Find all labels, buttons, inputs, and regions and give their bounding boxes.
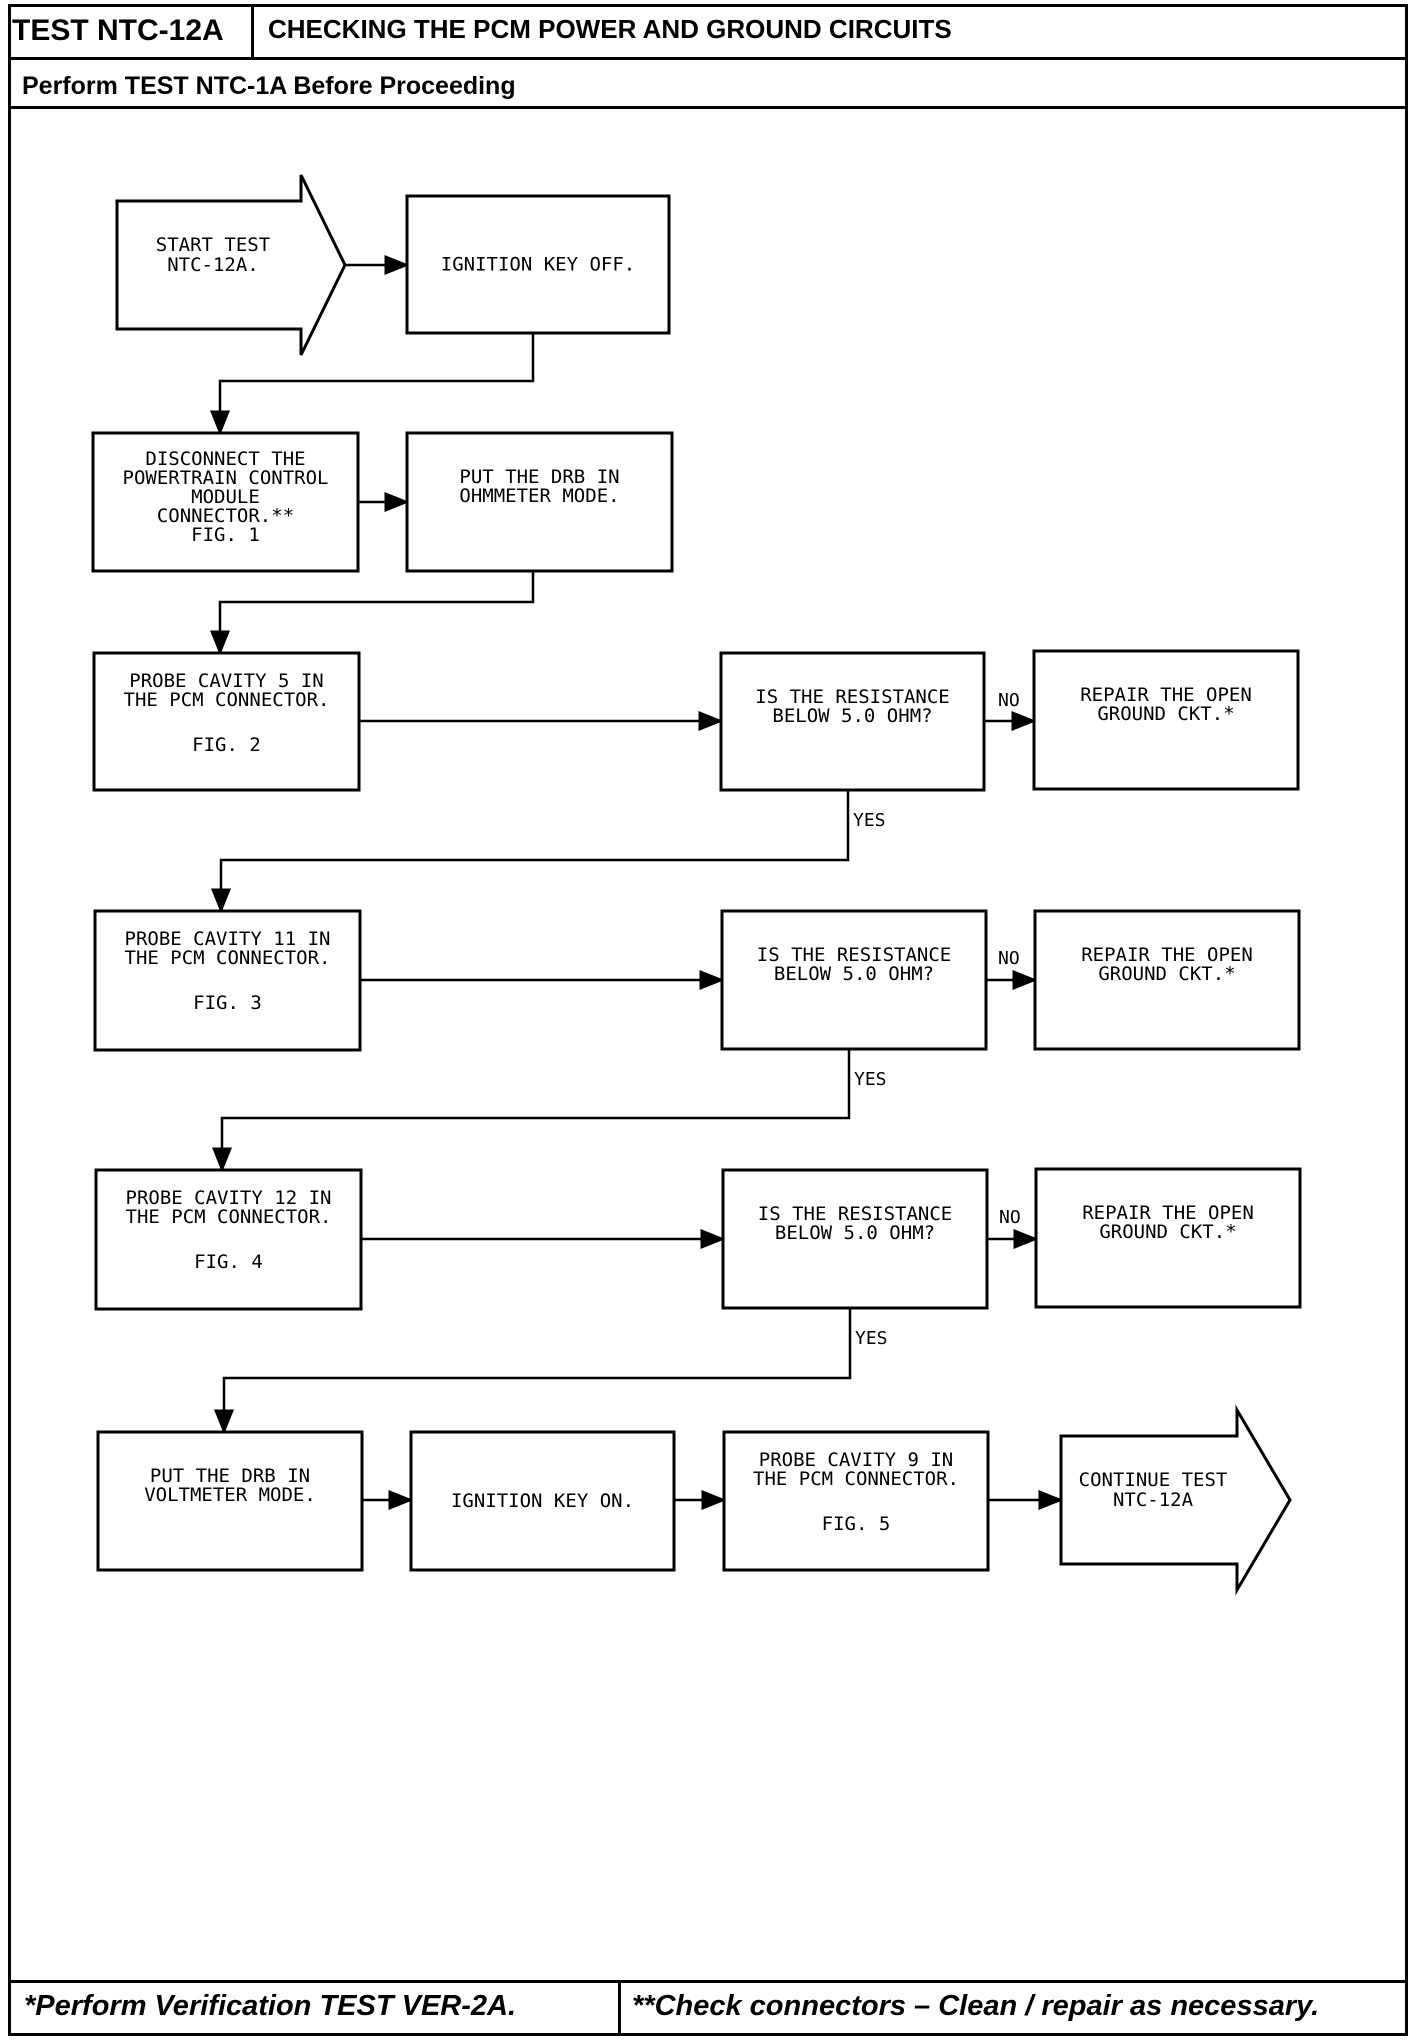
probe11-text-line: FIG. 3 bbox=[193, 992, 262, 1014]
repair2-text-line: GROUND CKT.* bbox=[1098, 963, 1235, 985]
probe12-text-line: THE PCM CONNECTOR. bbox=[126, 1206, 332, 1228]
test-id: TEST NTC-12A bbox=[8, 4, 254, 60]
footer-divider bbox=[8, 1980, 1408, 1983]
repair1-text-line: GROUND CKT.* bbox=[1097, 703, 1234, 725]
start-text-line: START TEST bbox=[156, 234, 270, 256]
repair3-box bbox=[1034, 1167, 1302, 1309]
q3-text-line: BELOW 5.0 OHM? bbox=[775, 1222, 935, 1244]
repair2-box bbox=[1033, 909, 1301, 1051]
probe11-text-line: THE PCM CONNECTOR. bbox=[125, 947, 331, 969]
probe12-text-line: PROBE CAVITY 12 IN bbox=[126, 1187, 332, 1209]
probe9-text-line: FIG. 5 bbox=[822, 1513, 891, 1535]
header-divider bbox=[254, 57, 1408, 60]
start-arrow-shape bbox=[115, 174, 347, 356]
repair3-text-line: REPAIR THE OPEN bbox=[1082, 1202, 1254, 1224]
q3-text-line: IS THE RESISTANCE bbox=[758, 1203, 952, 1225]
probe9-text-line: THE PCM CONNECTOR. bbox=[753, 1468, 959, 1490]
page-title: CHECKING THE PCM POWER AND GROUND CIRCUI… bbox=[268, 14, 952, 44]
connector bbox=[210, 333, 535, 436]
ohmmeter-text-line: OHMMETER MODE. bbox=[459, 485, 619, 507]
continue-text-line: CONTINUE TEST bbox=[1079, 1469, 1228, 1491]
voltmeter-text-line: PUT THE DRB IN bbox=[150, 1465, 310, 1487]
probe12-box bbox=[94, 1168, 363, 1311]
repair3-text-line: GROUND CKT.* bbox=[1099, 1221, 1236, 1243]
flow-edge-labels: NO YES NO YES NO YES bbox=[853, 690, 1021, 1349]
connector bbox=[214, 1308, 852, 1435]
edge-label-no: NO bbox=[998, 948, 1020, 969]
repair1-text-line: REPAIR THE OPEN bbox=[1080, 684, 1252, 706]
q2-box bbox=[720, 909, 988, 1051]
connector bbox=[211, 790, 850, 914]
probe5-text-line: PROBE CAVITY 5 IN bbox=[129, 670, 323, 692]
voltmeter-box bbox=[96, 1430, 364, 1572]
key_off-text-line: IGNITION KEY OFF. bbox=[441, 254, 635, 276]
ohmmeter-box bbox=[405, 431, 674, 573]
footer-note-connectors: **Check connectors – Clean / repair as n… bbox=[632, 1990, 1320, 2022]
probe11-box bbox=[93, 909, 362, 1052]
footer-separator bbox=[618, 1980, 621, 2036]
continue-text-line: NTC-12A bbox=[1113, 1489, 1194, 1511]
continue-arrow-shape bbox=[1059, 1404, 1292, 1596]
edge-label-no: NO bbox=[998, 690, 1020, 711]
edge-label-yes: YES bbox=[853, 810, 886, 831]
key_on-box bbox=[409, 1430, 676, 1572]
probe9-text-line: PROBE CAVITY 9 IN bbox=[759, 1449, 953, 1471]
edge-label-yes: YES bbox=[854, 1069, 887, 1090]
q1-box bbox=[719, 651, 986, 792]
connector bbox=[212, 1049, 851, 1173]
key_off-box bbox=[405, 194, 671, 335]
edge-label-yes: YES bbox=[855, 1328, 888, 1349]
disconnect-text-line: DISCONNECT THE bbox=[145, 448, 305, 470]
q1-text-line: IS THE RESISTANCE bbox=[755, 686, 949, 708]
disconnect-text-line: FIG. 1 bbox=[191, 524, 260, 546]
key_on-text-line: IGNITION KEY ON. bbox=[451, 1490, 634, 1512]
probe5-box bbox=[92, 651, 361, 792]
disconnect-text-line: POWERTRAIN CONTROL bbox=[123, 467, 329, 489]
probe5-text-line: FIG. 2 bbox=[192, 734, 261, 756]
node-key-on: IGNITION KEY ON. bbox=[409, 1430, 676, 1572]
probe12-text-line: FIG. 4 bbox=[194, 1251, 263, 1273]
q1-text-line: BELOW 5.0 OHM? bbox=[772, 705, 932, 727]
repair1-box bbox=[1032, 649, 1300, 791]
q3-box bbox=[721, 1168, 989, 1310]
start-text-line: NTC-12A. bbox=[167, 254, 259, 276]
connector bbox=[210, 571, 535, 656]
voltmeter-text-line: VOLTMETER MODE. bbox=[144, 1484, 316, 1506]
q2-text-line: IS THE RESISTANCE bbox=[757, 944, 951, 966]
probe11-text-line: PROBE CAVITY 11 IN bbox=[125, 928, 331, 950]
disconnect-text-line: MODULE bbox=[191, 486, 260, 508]
page-subtitle: Perform TEST NTC-1A Before Proceeding bbox=[22, 72, 516, 100]
probe9-box bbox=[722, 1430, 990, 1572]
repair2-text-line: REPAIR THE OPEN bbox=[1081, 944, 1253, 966]
header-bottom-divider bbox=[8, 106, 1408, 109]
probe5-text-line: THE PCM CONNECTOR. bbox=[124, 689, 330, 711]
q2-text-line: BELOW 5.0 OHM? bbox=[774, 963, 934, 985]
flow-connectors bbox=[210, 255, 1064, 1510]
page-frame bbox=[8, 4, 1408, 2036]
disconnect-text-line: CONNECTOR.** bbox=[157, 505, 294, 527]
ohmmeter-text-line: PUT THE DRB IN bbox=[459, 466, 619, 488]
node-key-off: IGNITION KEY OFF. bbox=[405, 194, 671, 335]
disconnect-box bbox=[91, 431, 360, 573]
footer-note-verification: *Perform Verification TEST VER-2A. bbox=[24, 1990, 517, 2022]
edge-label-no: NO bbox=[999, 1207, 1021, 1228]
